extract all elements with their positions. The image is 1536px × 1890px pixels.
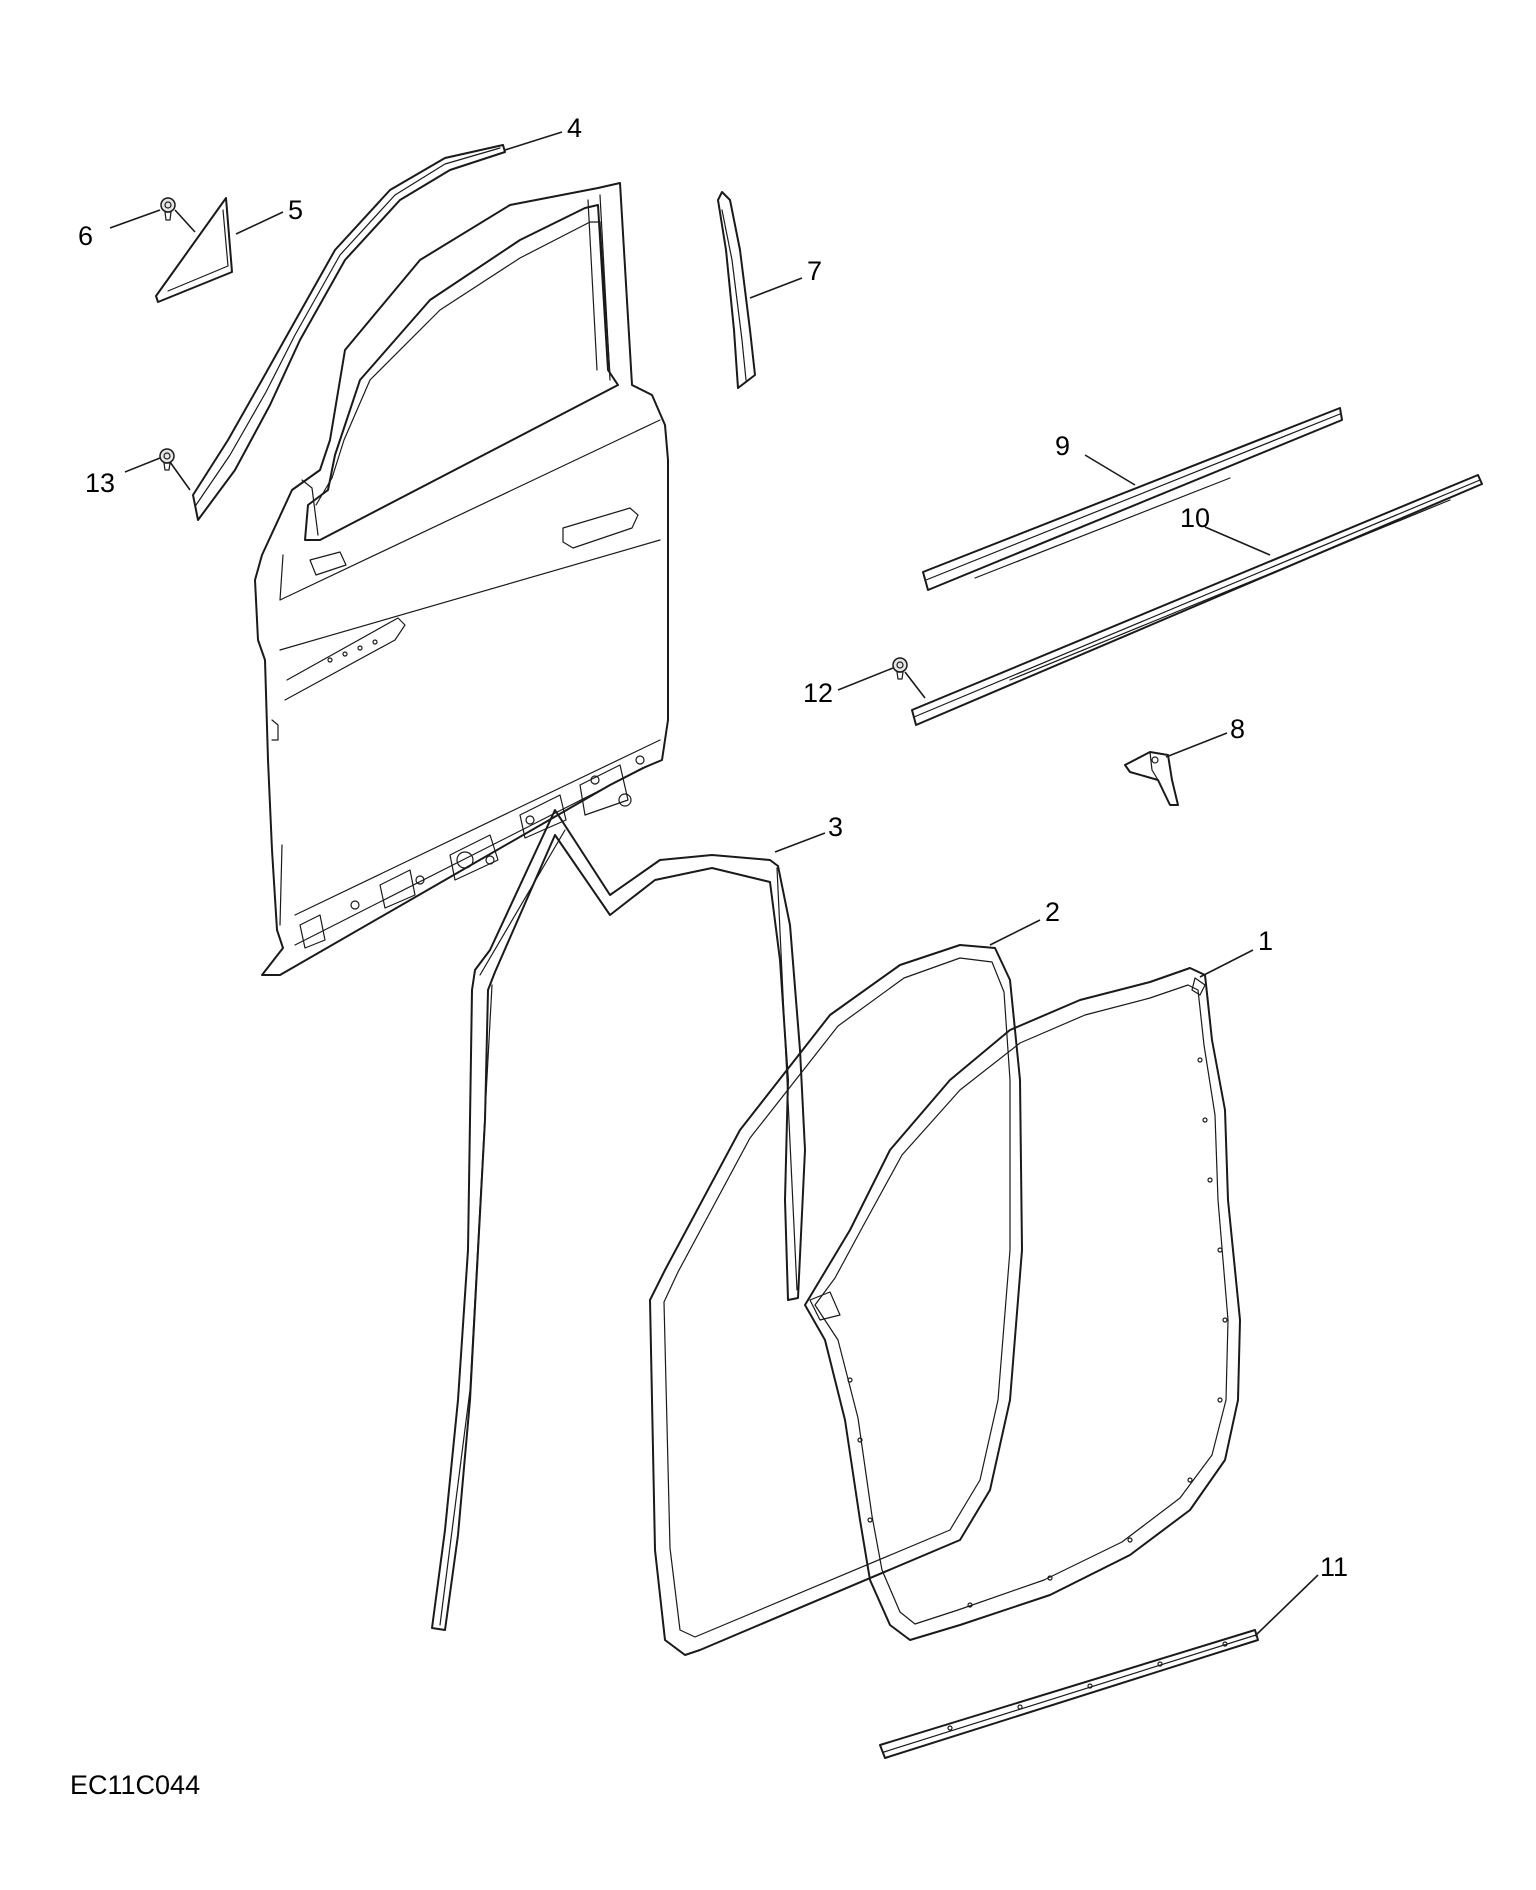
callout-10: 10 — [1180, 503, 1210, 533]
callout-11: 11 — [1320, 1552, 1348, 1582]
callout-12: 12 — [803, 678, 833, 708]
callout-2: 2 — [1045, 897, 1060, 927]
callout-9: 9 — [1055, 431, 1070, 461]
leader-lines — [109, 131, 1319, 1637]
part-11-sill-molding — [879, 1629, 1259, 1759]
callout-6: 6 — [78, 221, 93, 251]
part-9-inner-belt-strip — [922, 407, 1343, 591]
part-13-fastener — [159, 448, 175, 471]
part-12-fastener — [892, 657, 908, 680]
part-10-outer-belt-molding — [911, 474, 1483, 726]
part-2-door-weatherstrip — [649, 944, 1023, 1656]
part-3-frame-seal — [431, 809, 806, 1631]
callout-1: 1 — [1258, 926, 1273, 956]
callout-labels: 1 2 3 4 5 6 7 8 9 10 11 12 13 — [78, 113, 1348, 1582]
figure-code-label: EC11C044 — [70, 1770, 201, 1800]
callout-13: 13 — [85, 468, 115, 498]
part-6-fastener — [160, 197, 176, 221]
callout-8: 8 — [1230, 714, 1245, 744]
part-1-body-weatherstrip — [804, 967, 1241, 1641]
part-5-triangle-applique — [155, 197, 233, 303]
callout-5: 5 — [288, 195, 303, 225]
front-door-shell — [254, 182, 669, 976]
part-8-bracket — [1124, 751, 1179, 806]
part-4-frame-molding — [192, 144, 506, 521]
callout-3: 3 — [828, 812, 843, 842]
part-7-pillar-applique — [717, 191, 756, 389]
callout-7: 7 — [807, 256, 822, 286]
callout-4: 4 — [567, 113, 582, 143]
